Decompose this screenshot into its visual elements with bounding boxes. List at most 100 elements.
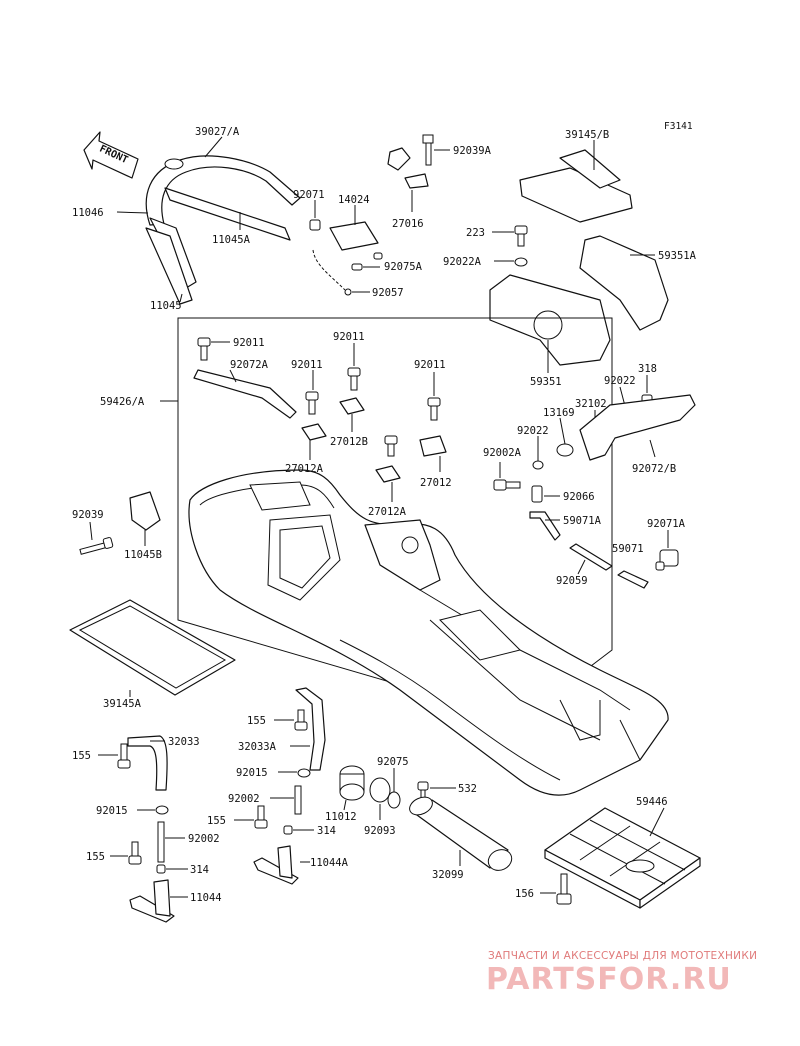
label-532: 532 — [458, 783, 477, 795]
stud-92002-a — [294, 785, 302, 815]
label-314-a: 314 — [317, 825, 336, 837]
label-11045: 11045 — [150, 300, 182, 312]
hose-32033A — [295, 687, 326, 771]
stud-92002-b — [157, 821, 165, 863]
washer-92015-a — [297, 768, 311, 778]
bolt-155-d — [128, 841, 142, 865]
grab-bar-assembly — [145, 155, 301, 305]
label-59071: 59071 — [612, 543, 644, 555]
label-11012: 11012 — [325, 811, 357, 823]
label-14024: 14024 — [338, 194, 370, 206]
label-155-a: 155 — [72, 750, 91, 762]
washer-92022A — [514, 257, 528, 267]
label-92011-b: 92011 — [291, 359, 323, 371]
label-13169: 13169 — [543, 407, 575, 419]
bolt-223 — [514, 225, 528, 247]
label-92093: 92093 — [364, 825, 396, 837]
cap-27016 — [387, 147, 411, 171]
label-318: 318 — [638, 363, 657, 375]
housing-59351 — [489, 274, 611, 366]
label-39145B: 39145/B — [565, 129, 609, 141]
label-314-b: 314 — [190, 864, 209, 876]
label-92071A: 92071A — [647, 518, 686, 530]
bolt-92011-d — [427, 397, 441, 421]
label-11046: 11046 — [72, 207, 104, 219]
bolt-92011-c — [347, 367, 361, 391]
watermark-tagline: ЗАПЧАСТИ И АКСЕССУАРЫ ДЛЯ МОТОТЕХНИКИ — [488, 950, 758, 962]
label-92066: 92066 — [563, 491, 595, 503]
label-59426A: 59426/A — [100, 396, 145, 408]
label-59351A: 59351A — [658, 250, 697, 262]
front-arrow-icon: FRONT — [83, 131, 139, 179]
label-32033: 32033 — [168, 736, 200, 748]
clip-27012 — [419, 435, 447, 457]
label-39145A: 39145A — [103, 698, 142, 710]
spacer-92066 — [531, 485, 543, 503]
label-92057: 92057 — [372, 287, 404, 299]
label-11044: 11044 — [190, 892, 222, 904]
watermark-brand: PARTSFOR.RU — [486, 962, 732, 997]
washer-92022-lower — [532, 460, 544, 470]
label-32102: 32102 — [575, 398, 607, 410]
ring-92075 — [387, 791, 401, 809]
label-11044A: 11044A — [310, 857, 349, 869]
clip-27012A-upper — [301, 423, 327, 441]
cover-59351A — [579, 235, 669, 331]
label-11045A: 11045A — [212, 234, 251, 246]
tube-32099 — [409, 796, 513, 871]
mat-39145A — [69, 599, 236, 696]
label-92011-d: 92011 — [414, 359, 446, 371]
bolt-92011-a — [197, 337, 211, 361]
label-59446: 59446 — [636, 796, 668, 808]
label-92071: 92071 — [293, 189, 325, 201]
label-155-b: 155 — [247, 715, 266, 727]
label-156: 156 — [515, 888, 534, 900]
intake-grate-59446 — [544, 807, 701, 909]
plug-532 — [417, 781, 429, 799]
clip-27012B — [339, 397, 365, 415]
label-27016: 27016 — [392, 218, 424, 230]
ring-92093 — [369, 777, 391, 803]
label-92015-b: 92015 — [96, 805, 128, 817]
label-27012A-upper: 27012A — [285, 463, 324, 475]
pipe-59071 — [569, 543, 613, 571]
hose-32033 — [127, 735, 168, 791]
cover-14024 — [329, 221, 379, 251]
label-92075: 92075 — [377, 756, 409, 768]
label-92022A: 92022A — [443, 256, 482, 268]
label-39027A: 39027/A — [195, 126, 240, 138]
bracket-92072A — [193, 369, 297, 419]
pipe-92059 — [617, 570, 649, 589]
label-59071A: 59071A — [563, 515, 602, 527]
bolt-156 — [556, 873, 572, 905]
label-155-d: 155 — [86, 851, 105, 863]
figure-code: F3141 — [664, 121, 693, 132]
clamp-11012 — [339, 765, 365, 801]
label-155-c: 155 — [207, 815, 226, 827]
label-92015-a: 92015 — [236, 767, 268, 779]
label-27012A: 27012A — [368, 506, 407, 518]
label-92039: 92039 — [72, 509, 104, 521]
bolt-near-27012A — [384, 435, 398, 457]
label-32033A: 32033A — [238, 741, 277, 753]
label-92022-upper: 92022 — [604, 375, 636, 387]
nut-314-a — [283, 825, 293, 835]
label-92002-b: 92002 — [188, 833, 220, 845]
bracket-92072B — [579, 394, 696, 461]
bolt-92002A — [493, 479, 521, 491]
label-27012: 27012 — [420, 477, 452, 489]
nut-314-b — [156, 864, 166, 874]
label-11045B: 11045B — [124, 549, 162, 561]
fitting-92071A — [655, 549, 679, 571]
label-59351: 59351 — [530, 376, 562, 388]
label-223: 223 — [466, 227, 485, 239]
pin-92039A — [422, 134, 434, 166]
label-92039A: 92039A — [453, 145, 492, 157]
washer-92015-b — [155, 805, 169, 815]
label-92072B: 92072/B — [632, 463, 676, 475]
pad-39145B — [519, 149, 633, 223]
assembly-frame — [177, 317, 613, 430]
grommet-13169 — [556, 443, 574, 457]
